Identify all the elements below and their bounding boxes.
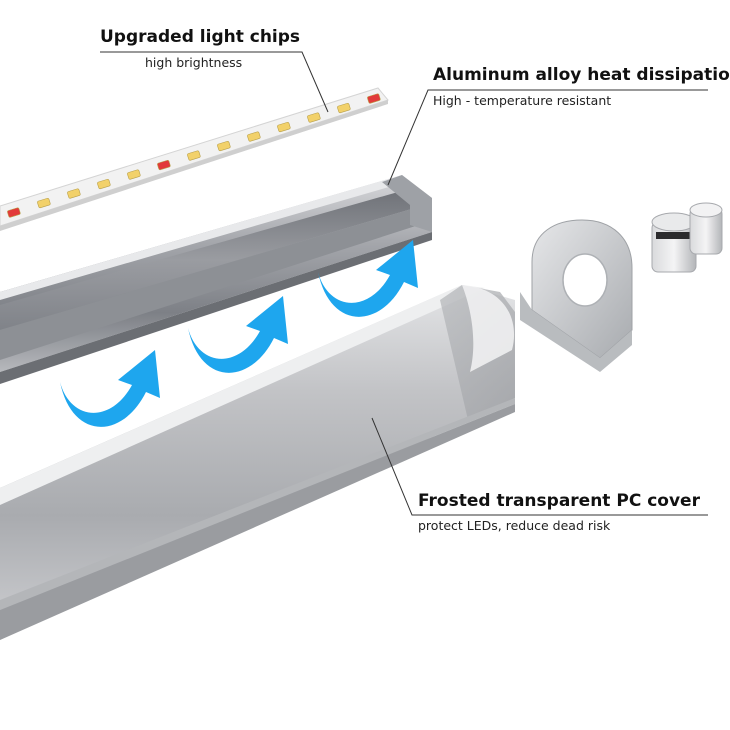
cover-callout-title: Frosted transparent PC cover	[418, 491, 700, 511]
airflow-arrows	[60, 240, 418, 427]
led-chip-icon	[337, 102, 351, 114]
led-chip-icon	[277, 121, 291, 133]
led-chip-icon	[67, 188, 81, 199]
frosted-pc-cover	[0, 285, 515, 640]
end-cap-icon	[520, 219, 633, 372]
led-chip-icon	[157, 159, 171, 171]
connector-icon	[651, 202, 723, 273]
cover-leader-line	[371, 417, 708, 516]
aluminum-heat-sink	[0, 175, 432, 384]
heat-leader-line	[387, 89, 708, 186]
led-chip-icon	[127, 169, 141, 180]
led-chip-icon	[187, 150, 201, 161]
cover-callout-subtitle: protect LEDs, reduce dead risk	[418, 518, 611, 533]
airflow-arrow-icon	[188, 296, 288, 373]
heat-callout-subtitle: High - temperature resistant	[433, 93, 612, 108]
chips-leader-line	[100, 51, 329, 113]
led-chip-icon	[307, 112, 321, 123]
airflow-arrow-icon	[318, 240, 418, 317]
led-strip	[0, 87, 389, 231]
heat-callout-title: Aluminum alloy heat dissipation	[433, 65, 730, 85]
chips-callout-title: Upgraded light chips	[100, 27, 301, 47]
led-chip-icon	[7, 207, 21, 218]
led-chip-icon	[37, 197, 51, 209]
led-chip-icon	[367, 93, 381, 104]
led-chip-icon	[247, 131, 261, 142]
led-chip-icon	[97, 178, 111, 190]
callout-leader-lines	[100, 51, 708, 516]
chips-callout-subtitle: high brightness	[145, 55, 243, 70]
led-chip-row	[7, 93, 381, 218]
airflow-arrow-icon	[60, 350, 160, 427]
led-chip-icon	[217, 140, 231, 152]
